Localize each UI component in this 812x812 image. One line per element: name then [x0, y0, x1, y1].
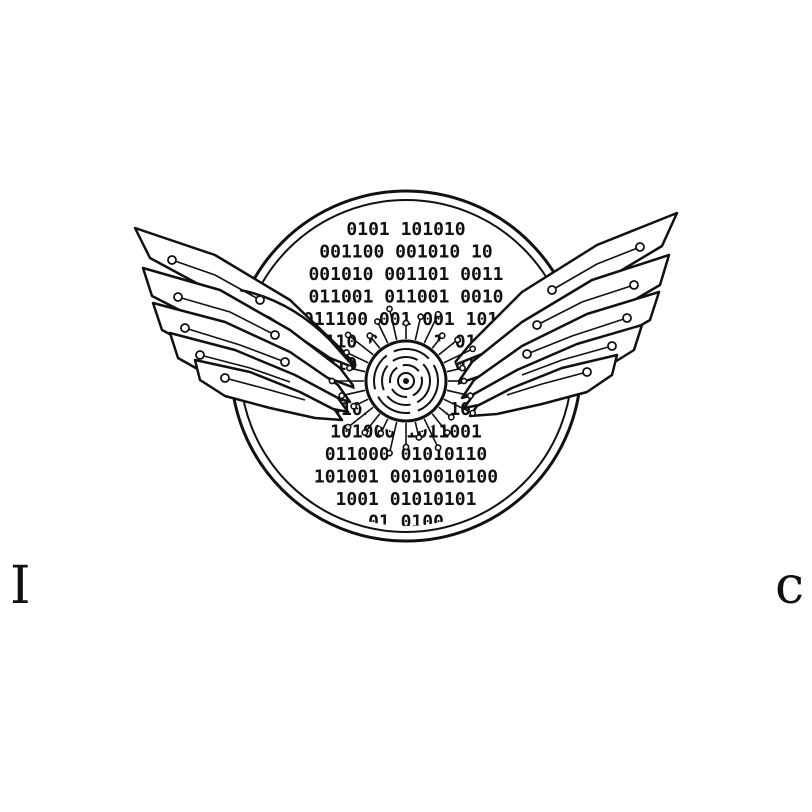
burst-node: [417, 313, 425, 321]
burst-node: [454, 336, 461, 344]
binary-row: 011001 011001 0010: [308, 287, 503, 308]
burst-node: [438, 332, 446, 340]
burst-trace: [376, 321, 389, 344]
burst-trace: [346, 351, 369, 364]
binary-row: 011100 001 001 1010: [303, 309, 509, 330]
burst-node: [377, 429, 385, 437]
burst-node: [402, 319, 410, 327]
burst-node: [350, 402, 358, 410]
burst-node: [434, 310, 442, 318]
burst-node: [338, 392, 346, 400]
burst-node: [443, 429, 451, 436]
left-wing: [133, 226, 362, 422]
burst-node: [361, 429, 369, 436]
burst-node: [366, 332, 374, 340]
binary-row: 001100 001010 10: [319, 242, 492, 263]
binary-row: 101001 0010010100: [314, 467, 498, 488]
burst-trace: [388, 421, 398, 454]
burst-node: [469, 345, 477, 353]
burst-node: [344, 423, 352, 431]
binary-row: 1001 01010101: [336, 489, 477, 510]
wing-circuit-nodes: [167, 242, 645, 383]
burst-node: [434, 444, 442, 452]
burst-node: [447, 413, 455, 421]
burst-trace: [341, 389, 366, 397]
burst-trace: [347, 406, 374, 428]
burst-trace: [414, 316, 422, 341]
burst-node: [460, 377, 468, 385]
burst-node: [466, 392, 474, 400]
binary-row: 0101 101010: [346, 219, 465, 240]
burst-node: [415, 434, 423, 441]
burst-node: [344, 331, 352, 339]
center-maze-core: [364, 339, 448, 423]
right-wing-feather-1: [450, 211, 679, 368]
burst-trace: [423, 313, 439, 344]
burst-node: [402, 443, 410, 451]
left-wing-inner-arc: [239, 288, 356, 369]
binary-row: 01 0100: [368, 512, 444, 533]
burst-node: [386, 449, 393, 457]
burst-trace: [423, 418, 439, 449]
burst-trace: [431, 413, 448, 434]
burst-trace: [388, 308, 398, 341]
burst-trace: [443, 348, 474, 364]
binary-row: 011000 01010110: [325, 444, 488, 465]
burst-trace: [446, 389, 471, 397]
right-wing-feather-5: [468, 353, 619, 418]
burst-node: [373, 318, 381, 325]
left-edge-glyph: I: [10, 556, 31, 616]
right-wing: [450, 211, 679, 418]
burst-node: [328, 377, 336, 385]
burst-trace: [443, 398, 474, 414]
burst-node: [459, 364, 466, 372]
burst-trace: [438, 339, 459, 356]
burst-trace: [347, 334, 374, 356]
burst-node: [346, 364, 353, 372]
burst-node: [343, 348, 350, 356]
burst-node: [386, 305, 393, 313]
left-wing-feather-1: [133, 226, 362, 372]
wing-circuit-traces: [171, 246, 641, 401]
right-edge-glyph: c: [775, 556, 805, 616]
burst-trace: [364, 413, 381, 434]
burst-node: [469, 409, 477, 417]
binary-row: 001010 001101 0011: [308, 264, 503, 285]
